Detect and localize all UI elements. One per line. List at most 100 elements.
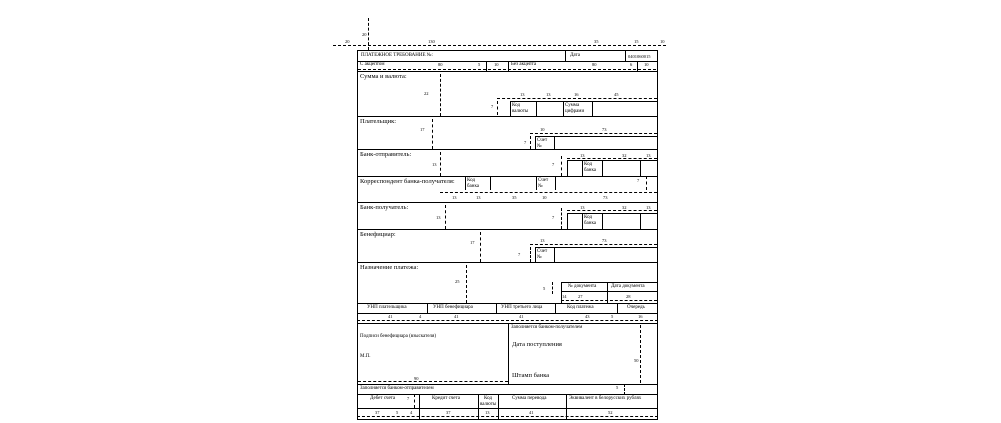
dim-41a: 41 <box>388 314 393 319</box>
recv-box-div2 <box>602 213 603 229</box>
dim-7f: 7 <box>518 252 521 257</box>
purpose-label: Назначение платежа: <box>360 264 419 271</box>
row-line-7 <box>357 229 658 230</box>
receipt-date-label: Дата поступления <box>512 341 562 348</box>
dim-52: 52 <box>608 410 613 415</box>
dim-28: 28 <box>626 294 631 299</box>
debit-label: Дебет счета <box>370 396 396 401</box>
dim-41c: 41 <box>519 314 524 319</box>
currency-box-div1 <box>536 101 537 116</box>
dim-43: 43 <box>585 314 590 319</box>
amount-dim-line <box>497 98 657 99</box>
recv-dim-line <box>567 210 657 211</box>
unp-div3 <box>555 303 556 313</box>
dim-16: 16 <box>574 92 579 97</box>
recv-box-div1 <box>582 213 583 229</box>
corr-box-div3 <box>555 176 556 190</box>
dim-7e: 7 <box>552 215 555 220</box>
dim-13d: 13 <box>580 153 585 158</box>
top-dim-vertical <box>368 18 369 50</box>
payer-box-top <box>535 136 657 137</box>
payer-box-left <box>535 136 536 149</box>
dim-5d: 5 <box>616 385 619 390</box>
dim-top-130: 130 <box>428 39 435 44</box>
currency-code-label: Код валюты <box>512 103 529 114</box>
acc-divider-2 <box>508 61 509 71</box>
dim-73b: 73 <box>603 195 608 200</box>
payer-dim-line <box>530 133 657 134</box>
payment-request-form <box>357 50 658 420</box>
dim-17a: 17 <box>420 127 425 132</box>
dim-7g: 7 <box>407 396 410 401</box>
dim-13b: 13 <box>546 92 551 97</box>
acc-divider-1 <box>486 61 487 71</box>
corr-box-div2 <box>536 176 537 190</box>
transfer-sum-label: Сумма перевода <box>512 396 547 401</box>
title-divider-1 <box>565 50 566 61</box>
dim-10a: 10 <box>494 62 499 67</box>
row-line-14 <box>357 408 658 409</box>
bottom-div2 <box>478 394 479 420</box>
sender-small-vert <box>561 156 562 176</box>
dim-16b: 16 <box>638 314 643 319</box>
bottom-div3 <box>498 394 499 420</box>
sender-box-left <box>567 160 568 176</box>
bottom-dim-line <box>357 416 658 417</box>
debit-small-vert <box>414 394 415 408</box>
row-line-10 <box>357 313 658 314</box>
row-line-8 <box>357 262 658 263</box>
dim-13h: 13 <box>436 215 441 220</box>
dim-5e: 5 <box>396 410 399 415</box>
sender-dim-vertical <box>440 152 441 176</box>
signatures-label: Подписи бенефициара (взыскателя) <box>360 334 437 339</box>
benef-box-left <box>535 247 536 262</box>
form-title: ПЛАТЕЖНОЕ ТРЕБОВАНИЕ №: <box>361 53 433 58</box>
amount-dim-vertical <box>440 74 441 116</box>
currency-box-div2 <box>563 101 564 116</box>
sender-bank-label: Банк-отправитель: <box>360 151 412 158</box>
mp-label: М.П. <box>360 354 371 359</box>
dim-41b: 41 <box>454 314 459 319</box>
sender-dim-line <box>567 158 657 159</box>
dim-10d: 10 <box>542 195 547 200</box>
benef-small-vert <box>530 247 531 262</box>
unp-div4 <box>617 303 618 313</box>
form-code: 0401060015 <box>628 54 651 59</box>
purpose-small-vert <box>552 282 553 294</box>
dim-10b: 10 <box>644 62 649 67</box>
dim-35: 35 <box>512 195 517 200</box>
dim-17b: 17 <box>470 240 475 245</box>
corr-box-div1 <box>490 176 491 190</box>
sender-box-top <box>567 160 657 161</box>
dim-13c: 13 <box>432 162 437 167</box>
dim-37a: 37 <box>375 410 380 415</box>
dim-73c: 73 <box>602 238 607 243</box>
dim-4b: 4 <box>410 410 413 415</box>
row-line-12 <box>357 384 658 385</box>
unp-div1 <box>427 303 428 313</box>
filled-sender-label: Заполняется банком-отправителем <box>360 386 434 391</box>
byr-equiv-label: Эквивалент в белорусских рублях <box>569 396 642 401</box>
sign-dim-line <box>358 381 508 382</box>
beneficiary-label: Бенефициар: <box>360 231 396 238</box>
queue-label: Очередь <box>627 305 645 310</box>
sender-box-div2 <box>602 160 603 176</box>
dim-6: 6 <box>630 62 633 67</box>
amount-digits-label: Сумма цифрами <box>565 103 585 114</box>
row-line-13 <box>357 394 658 395</box>
dim-13j: 13 <box>646 205 651 210</box>
payer-label: Плательщик: <box>360 118 397 125</box>
payer-account-label: Счет № <box>537 138 548 149</box>
dim-50: 50 <box>634 358 639 363</box>
dim-5c: 5 <box>611 314 614 319</box>
doc-dim-line <box>561 300 657 301</box>
dim-13e: 13 <box>646 153 651 158</box>
dim-5b: 5 <box>543 286 546 291</box>
benef-box-top <box>535 247 657 248</box>
recv-box-div3 <box>640 213 641 229</box>
dim-top-20-vert: 20 <box>362 32 367 37</box>
dim-5a: 5 <box>478 62 481 67</box>
bottom-div1 <box>419 394 420 420</box>
acc-divider-3 <box>637 61 638 71</box>
recv-small-vert <box>561 208 562 229</box>
